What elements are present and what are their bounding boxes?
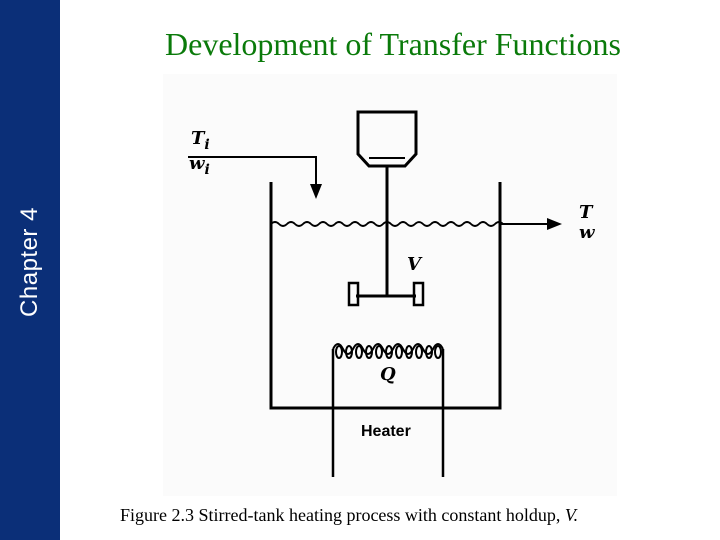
- chapter-label: Chapter 4: [16, 207, 43, 317]
- outlet-arrowhead: [547, 218, 562, 230]
- stirred-tank-diagram: Ti wi T w V Q Heater: [163, 74, 617, 496]
- outlet-temp-label: T: [579, 202, 594, 223]
- caption-variable: V.: [564, 505, 579, 525]
- inlet-flow-label: wi: [189, 153, 210, 178]
- volume-label: V: [407, 254, 423, 275]
- liquid-surface: [270, 221, 504, 227]
- motor: [356, 110, 418, 168]
- caption-text: Figure 2.3 Stirred-tank heating process …: [120, 505, 565, 525]
- heater-label: Heater: [361, 423, 411, 440]
- chapter-sidebar: Chapter 4: [0, 0, 60, 540]
- heater-coil-loops: [335, 345, 442, 359]
- stirred-tank-svg: Ti wi T w V Q Heater: [188, 110, 596, 477]
- outlet-flow-label: w: [579, 222, 596, 243]
- heat-label: Q: [380, 364, 396, 385]
- tank-wall: [269, 182, 502, 410]
- inlet-arrowhead: [310, 184, 322, 199]
- inlet-temp-label: Ti: [191, 128, 210, 153]
- slide-title: Development of Transfer Functions: [165, 26, 621, 62]
- impeller-blade-right: [412, 281, 425, 307]
- figure-caption: Figure 2.3 Stirred-tank heating process …: [120, 505, 578, 526]
- impeller-blade-left: [347, 281, 360, 307]
- inlet-stream: [188, 156, 317, 194]
